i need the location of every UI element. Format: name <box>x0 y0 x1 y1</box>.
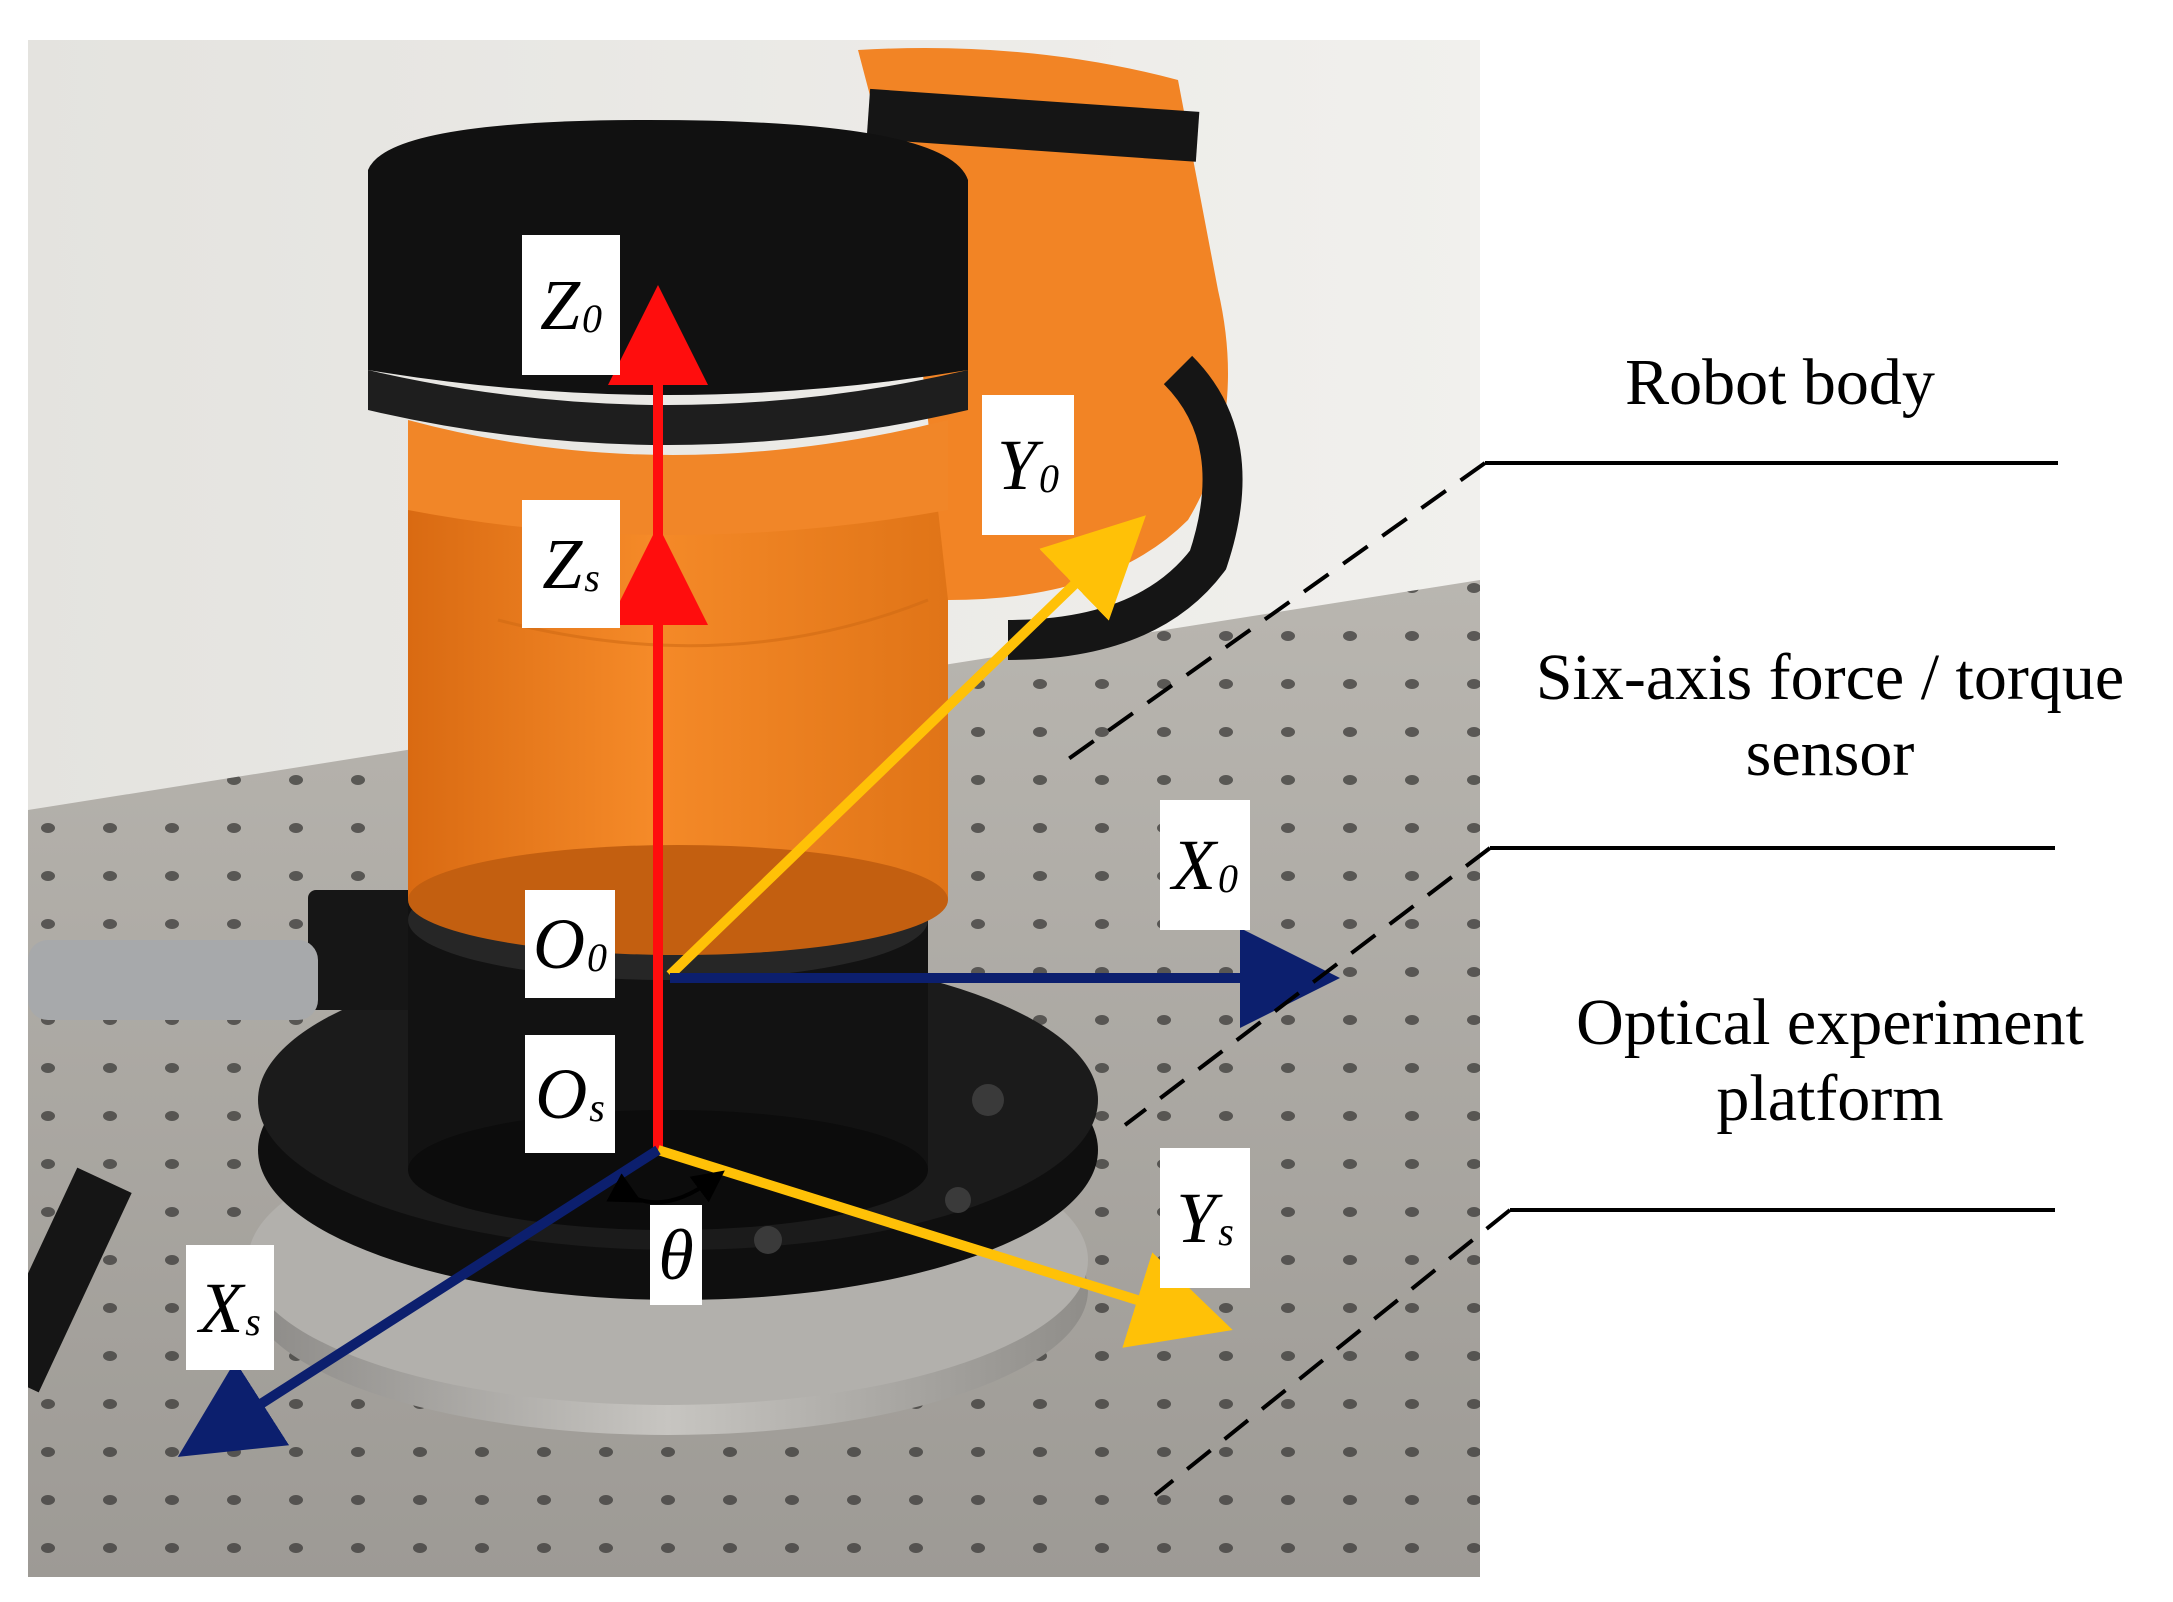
y0-axis-arrow <box>666 515 1146 979</box>
sensor-dashed <box>1123 846 1492 1127</box>
callout-robot-body: Robot body <box>1625 346 1935 419</box>
theta-label: θ <box>650 1205 702 1305</box>
callout-sensor: Six-axis force / torque sensor <box>1535 641 2125 790</box>
connector-box <box>308 890 438 1010</box>
platform-dashed <box>1153 1208 1512 1497</box>
theta-arc <box>606 1170 725 1205</box>
callout-platform: Optical experiment platform <box>1576 986 2084 1135</box>
robot-cap <box>368 120 968 395</box>
connector-cable <box>28 940 318 1020</box>
ys-axis-arrow <box>656 1145 1233 1348</box>
robot-body-dashed <box>1058 461 1487 767</box>
xs-axis-arrow <box>177 1145 661 1457</box>
